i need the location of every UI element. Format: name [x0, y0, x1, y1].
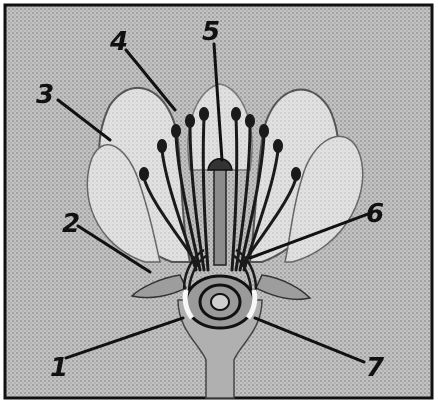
label-3: 3 — [36, 80, 54, 110]
label-2: 2 — [62, 209, 80, 239]
label-6: 6 — [366, 199, 384, 229]
label-4: 4 — [109, 27, 128, 57]
label-7: 7 — [366, 353, 385, 383]
ovary — [185, 276, 255, 328]
label-1: 1 — [50, 353, 68, 383]
label-5: 5 — [202, 17, 220, 47]
